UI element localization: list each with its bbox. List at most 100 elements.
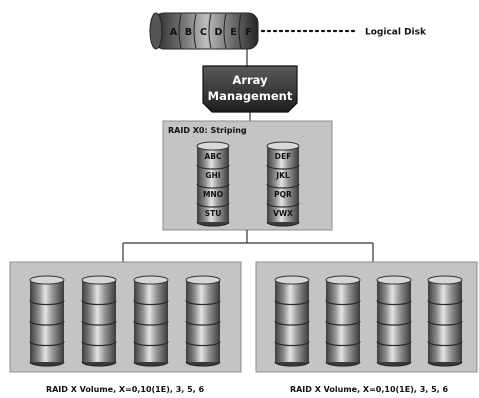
stack-block-label: MNO [203, 190, 223, 199]
disk-tier-divider [427, 341, 463, 347]
stack-tier-divider [196, 164, 230, 170]
disk-body [326, 280, 360, 362]
disk-top [81, 275, 117, 285]
disk-bottom-rim [133, 361, 169, 367]
logical-disk-divider [193, 13, 197, 49]
disk-body [377, 280, 411, 362]
disk-tier-divider [376, 341, 412, 347]
logical-disk-divider [208, 13, 212, 49]
stack-block-label: DEF [275, 152, 291, 161]
disk-tier-divider [133, 320, 169, 326]
array-management-box: Array Management [202, 65, 298, 113]
disk-body [82, 280, 116, 362]
stack-tier-divider [266, 164, 300, 170]
tree-connectors [122, 230, 374, 262]
logical-disk-label: Logical Disk [365, 28, 427, 38]
stack-block-label: VWX [273, 209, 293, 218]
disk-tier-divider [427, 320, 463, 326]
disk-tier-divider [376, 300, 412, 306]
logical-disk-segment-label: A [170, 27, 178, 38]
logical-disk-divider [178, 13, 182, 49]
disk-tier-divider [325, 320, 361, 326]
disk-bottom-rim [427, 361, 463, 367]
stack-block-label: ABC [204, 152, 222, 161]
array-management-line2: Management [208, 89, 293, 103]
disk-tier-divider [81, 300, 117, 306]
disk-body [186, 280, 220, 362]
disk-bottom-rim [29, 361, 65, 367]
logical-disk-divider [223, 13, 227, 49]
stack-bottom-rim [196, 221, 230, 227]
disk-bottom-rim [81, 361, 117, 367]
raid0-stack-left: ABC GHI MNO STU [196, 141, 230, 227]
stack-block-label: GHI [205, 171, 220, 180]
disk-tier-divider [81, 320, 117, 326]
disk-tier-divider [376, 320, 412, 326]
volume-right-disks [274, 275, 463, 367]
stack-top [196, 141, 230, 151]
stack-block-label: PQR [274, 190, 292, 199]
raid0-stack-right: DEF JKL PQR VWX [266, 141, 300, 227]
logical-disk-segment-label: B [185, 27, 192, 38]
disk-tier-divider [427, 300, 463, 306]
disk-tier-divider [185, 341, 221, 347]
logical-disk-segment-label: E [230, 27, 237, 38]
stack-block-label: STU [205, 209, 222, 218]
disk-body [428, 280, 462, 362]
disk-top [185, 275, 221, 285]
disk-body [134, 280, 168, 362]
volume-left-caption: RAID X Volume, X=0,10(1E), 3, 5, 6 [46, 385, 205, 394]
logical-disk-segment-label: D [215, 27, 223, 38]
disk-top [274, 275, 310, 285]
stack-tier-divider [266, 183, 300, 189]
logical-disk-cap [149, 12, 163, 50]
disk-top [29, 275, 65, 285]
disk-tier-divider [29, 300, 65, 306]
array-management-shape [202, 65, 298, 113]
stack-bottom-rim [266, 221, 300, 227]
stack-body-front [267, 146, 299, 222]
stack-tier-divider [266, 202, 300, 208]
disk-bottom-rim [185, 361, 221, 367]
disk-tier-divider [185, 320, 221, 326]
logical-disk-segment-label: F [245, 27, 252, 38]
volume-right: RAID X Volume, X=0,10(1E), 3, 5, 6 [255, 261, 478, 394]
volume-left-disks [29, 275, 221, 367]
volume-right-caption: RAID X Volume, X=0,10(1E), 3, 5, 6 [290, 385, 449, 394]
raid0-panel-title: RAID X0: Striping [168, 126, 247, 135]
disk-top [133, 275, 169, 285]
disk-tier-divider [133, 300, 169, 306]
disk-body [30, 280, 64, 362]
disk-top [325, 275, 361, 285]
disk-bottom-rim [376, 361, 412, 367]
disk-tier-divider [185, 300, 221, 306]
stack-top [266, 141, 300, 151]
disk-tier-divider [274, 341, 310, 347]
disk-top [427, 275, 463, 285]
raid0-panel-background [162, 120, 333, 231]
disk-tier-divider [133, 341, 169, 347]
stack-tier-divider [196, 183, 230, 189]
stack-tier-divider [196, 202, 230, 208]
disk-tier-divider [81, 341, 117, 347]
disk-body [275, 280, 309, 362]
disk-bottom-rim [274, 361, 310, 367]
stack-body-front [197, 146, 229, 222]
disk-tier-divider [325, 341, 361, 347]
array-management-line1: Array [232, 73, 268, 87]
raid0-panel: RAID X0: Striping ABC GHI MNO STU DEF JKL PQR… [162, 120, 333, 231]
disk-tier-divider [325, 300, 361, 306]
disk-tier-divider [29, 320, 65, 326]
volume-left: RAID X Volume, X=0,10(1E), 3, 5, 6 [9, 261, 242, 394]
disk-top [376, 275, 412, 285]
logical-disk-segment-label: C [200, 27, 207, 38]
stack-block-label: JKL [275, 171, 290, 180]
logical-disk-divider [238, 13, 242, 49]
disk-tier-divider [274, 300, 310, 306]
disk-tier-divider [274, 320, 310, 326]
disk-tier-divider [29, 341, 65, 347]
disk-bottom-rim [325, 361, 361, 367]
